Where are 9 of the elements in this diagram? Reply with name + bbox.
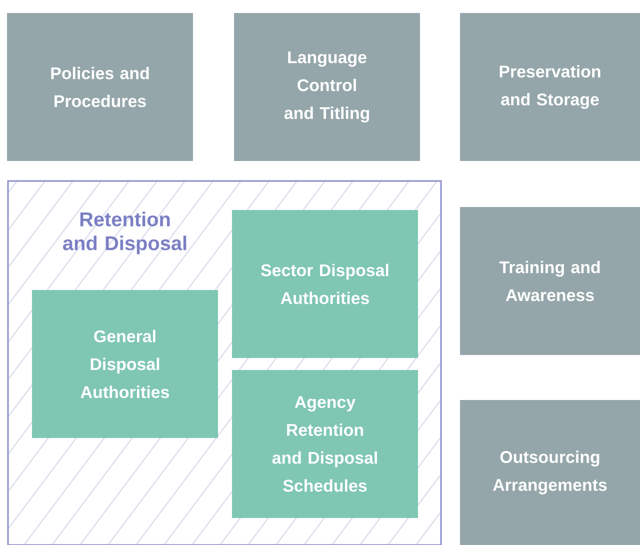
topic-box: Sector Disposal Authorities xyxy=(232,210,418,358)
topic-box: Preservation and Storage xyxy=(460,13,640,161)
topic-box: General Disposal Authorities xyxy=(32,290,218,438)
topic-box: Training and Awareness xyxy=(460,207,640,355)
topic-box: Policies and Procedures xyxy=(7,13,193,161)
topic-box: Agency Retention and Disposal Schedules xyxy=(232,370,418,518)
topic-box: Language Control and Titling xyxy=(234,13,420,161)
topic-box: Outsourcing Arrangements xyxy=(460,400,640,545)
region-title: Retention and Disposal xyxy=(63,212,186,254)
